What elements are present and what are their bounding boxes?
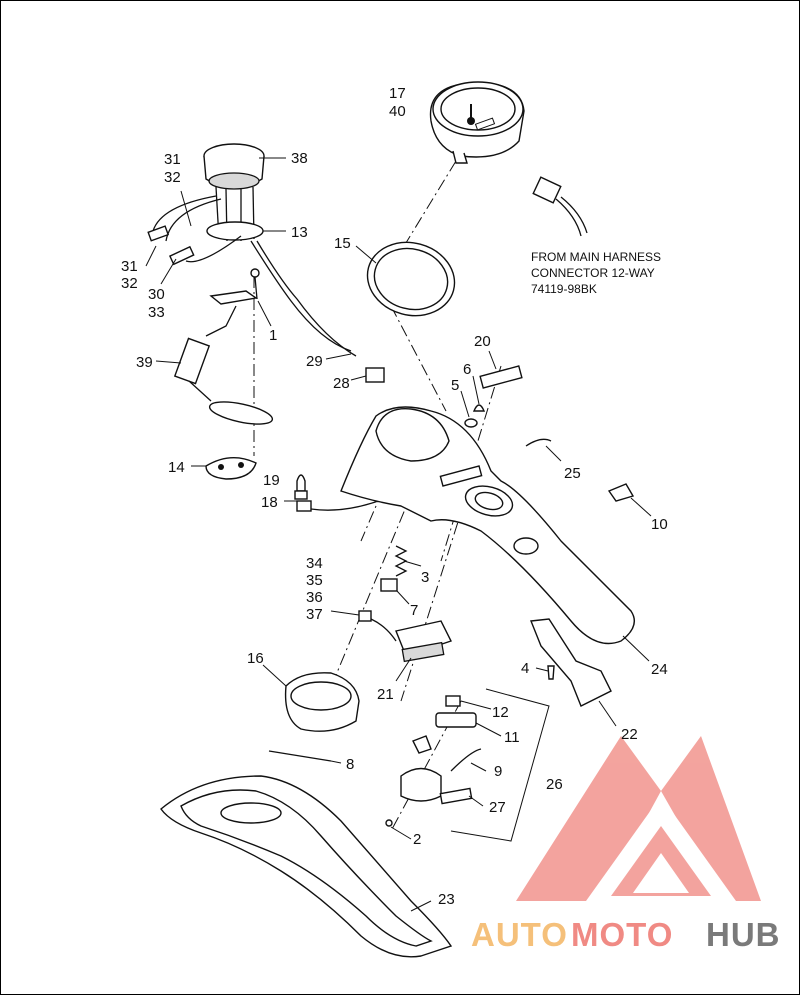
callout-23: 23 [438, 891, 455, 908]
bracket-7 [380, 578, 398, 592]
callout-37: 37 [306, 606, 323, 623]
callout-39: 39 [136, 354, 153, 371]
callout-18: 18 [261, 494, 278, 511]
callout-29: 29 [306, 353, 323, 370]
callout-36: 36 [306, 589, 323, 606]
watermark-text: AUTO MOTO HUB [471, 916, 781, 953]
floor-pad [160, 775, 453, 958]
group-bracket-26 [450, 688, 550, 842]
harness-note-line3: 74119-98BK [531, 282, 597, 296]
callout-12: 12 [492, 704, 509, 721]
callout-8: 8 [346, 756, 354, 773]
callout-1: 1 [269, 327, 277, 344]
callout-7: 7 [410, 602, 418, 619]
screw-1 [250, 268, 260, 300]
switch-components [385, 695, 482, 827]
callout-34: 34 [306, 555, 323, 572]
callout-13: 13 [291, 224, 308, 241]
harness-note-line2: CONNECTOR 12-WAY [531, 266, 655, 280]
watermark-moto: MOTO [571, 916, 673, 953]
callout-10: 10 [651, 516, 668, 533]
gauge-gasket [366, 241, 456, 317]
callout-5: 5 [451, 377, 459, 394]
cable-strap [268, 750, 332, 762]
callout-33: 33 [148, 304, 165, 321]
callout-19: 19 [263, 472, 280, 489]
callout-2: 2 [413, 831, 421, 848]
leader-lines [145, 157, 652, 912]
callout-15: 15 [334, 235, 351, 252]
sender-wiring [147, 195, 385, 383]
ignition-switch-assembly [358, 610, 452, 663]
console [340, 406, 635, 645]
callout-28: 28 [333, 375, 350, 392]
callout-20: 20 [474, 333, 491, 350]
fuel-level-sender [173, 290, 274, 425]
harness-note-line1: FROM MAIN HARNESS [531, 250, 661, 264]
wire-tie [525, 438, 552, 447]
connector-28 [365, 367, 385, 383]
clip [607, 483, 635, 502]
callout-38: 38 [291, 150, 308, 167]
callout-22: 22 [621, 726, 638, 743]
switch-block [464, 365, 523, 428]
callout-40: 40 [389, 103, 406, 120]
callout-3: 3 [421, 569, 429, 586]
callout-24: 24 [651, 661, 668, 678]
bezel [284, 672, 360, 732]
callout-9: 9 [494, 763, 502, 780]
gasket-14 [205, 457, 257, 480]
callout-6: 6 [463, 361, 471, 378]
watermark-logo [516, 736, 761, 901]
bracket-22 [530, 618, 612, 707]
callout-4: 4 [521, 660, 529, 677]
callout-26: 26 [546, 776, 563, 793]
main-harness-connector [532, 176, 588, 237]
callout-30: 30 [148, 286, 165, 303]
callout-27: 27 [489, 799, 506, 816]
watermark-hub: HUB [706, 916, 781, 953]
watermark-auto: AUTO [471, 916, 568, 953]
callout-21: 21 [377, 686, 394, 703]
o-ring [206, 221, 264, 241]
speedometer [429, 81, 525, 164]
callout-32-top: 32 [164, 169, 181, 186]
callout-32-bottom: 32 [121, 275, 138, 292]
callout-25: 25 [564, 465, 581, 482]
callout-35: 35 [306, 572, 323, 589]
callout-31-bottom: 31 [121, 258, 138, 275]
callout-11: 11 [504, 729, 520, 746]
spring [394, 545, 408, 577]
callout-16: 16 [247, 650, 264, 667]
callout-numbers: 17 40 38 31 32 13 15 31 32 30 33 1 39 29… [121, 85, 668, 908]
screw-4 [547, 665, 555, 680]
callout-31-top: 31 [164, 151, 181, 168]
callout-17: 17 [389, 85, 406, 102]
callout-14: 14 [168, 459, 185, 476]
